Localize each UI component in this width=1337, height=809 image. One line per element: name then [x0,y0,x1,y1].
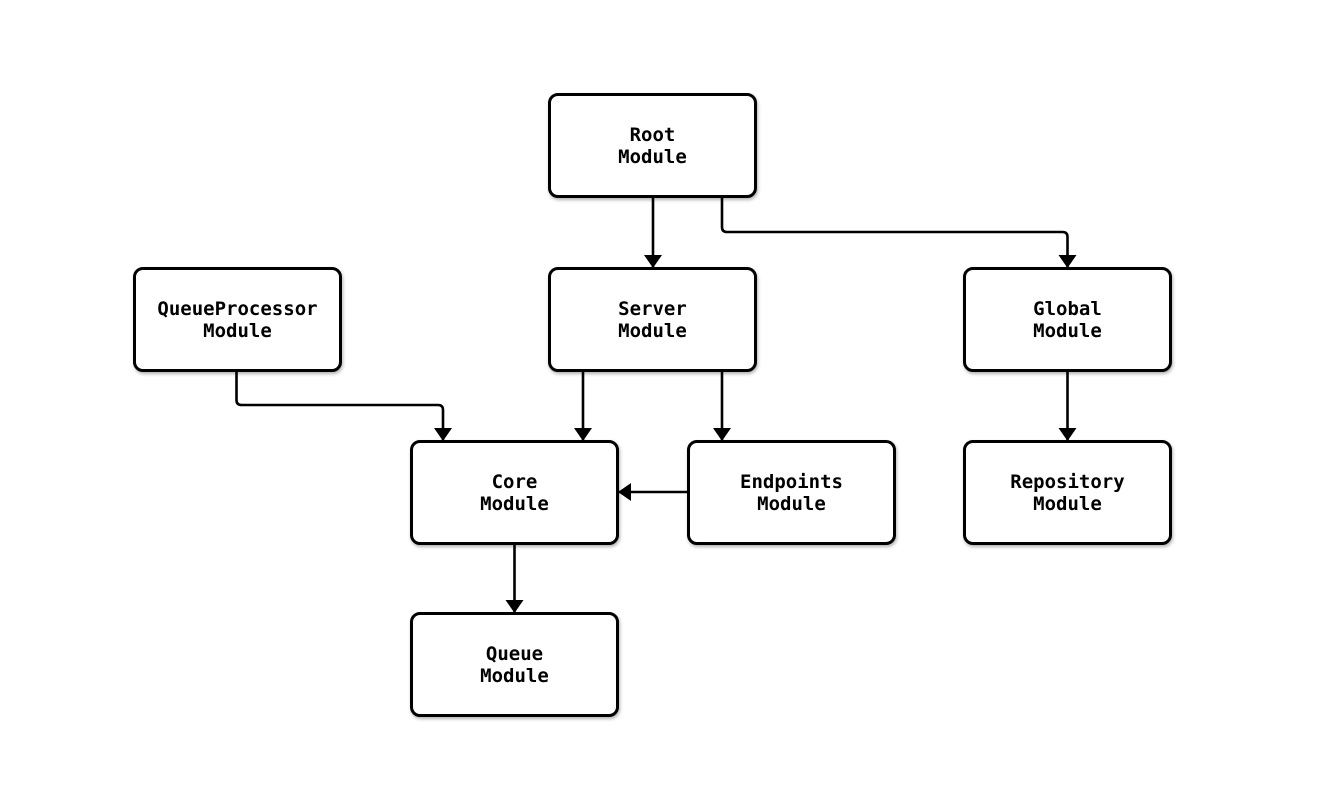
node-root-module-label: Root Module [618,123,687,168]
node-repository-module: Repository Module [963,440,1172,545]
node-endpoints-module: Endpoints Module [687,440,896,545]
node-server-module-label: Server Module [618,297,687,342]
node-core-module-label: Core Module [480,470,549,515]
node-server-module: Server Module [548,267,757,372]
node-global-module: Global Module [963,267,1172,372]
node-queueprocessor-module: QueueProcessor Module [133,267,342,372]
edge-queueprocessor-to-core [235,372,452,441]
node-repository-module-label: Repository Module [1010,470,1125,515]
node-endpoints-module-label: Endpoints Module [740,470,843,515]
node-core-module: Core Module [410,440,619,545]
node-queue-module: Queue Module [410,612,619,717]
node-root-module: Root Module [548,93,757,198]
node-queue-module-label: Queue Module [480,642,549,687]
edge-root-to-global [720,198,1077,268]
node-global-module-label: Global Module [1033,297,1102,342]
node-queueprocessor-module-label: QueueProcessor Module [157,297,318,342]
